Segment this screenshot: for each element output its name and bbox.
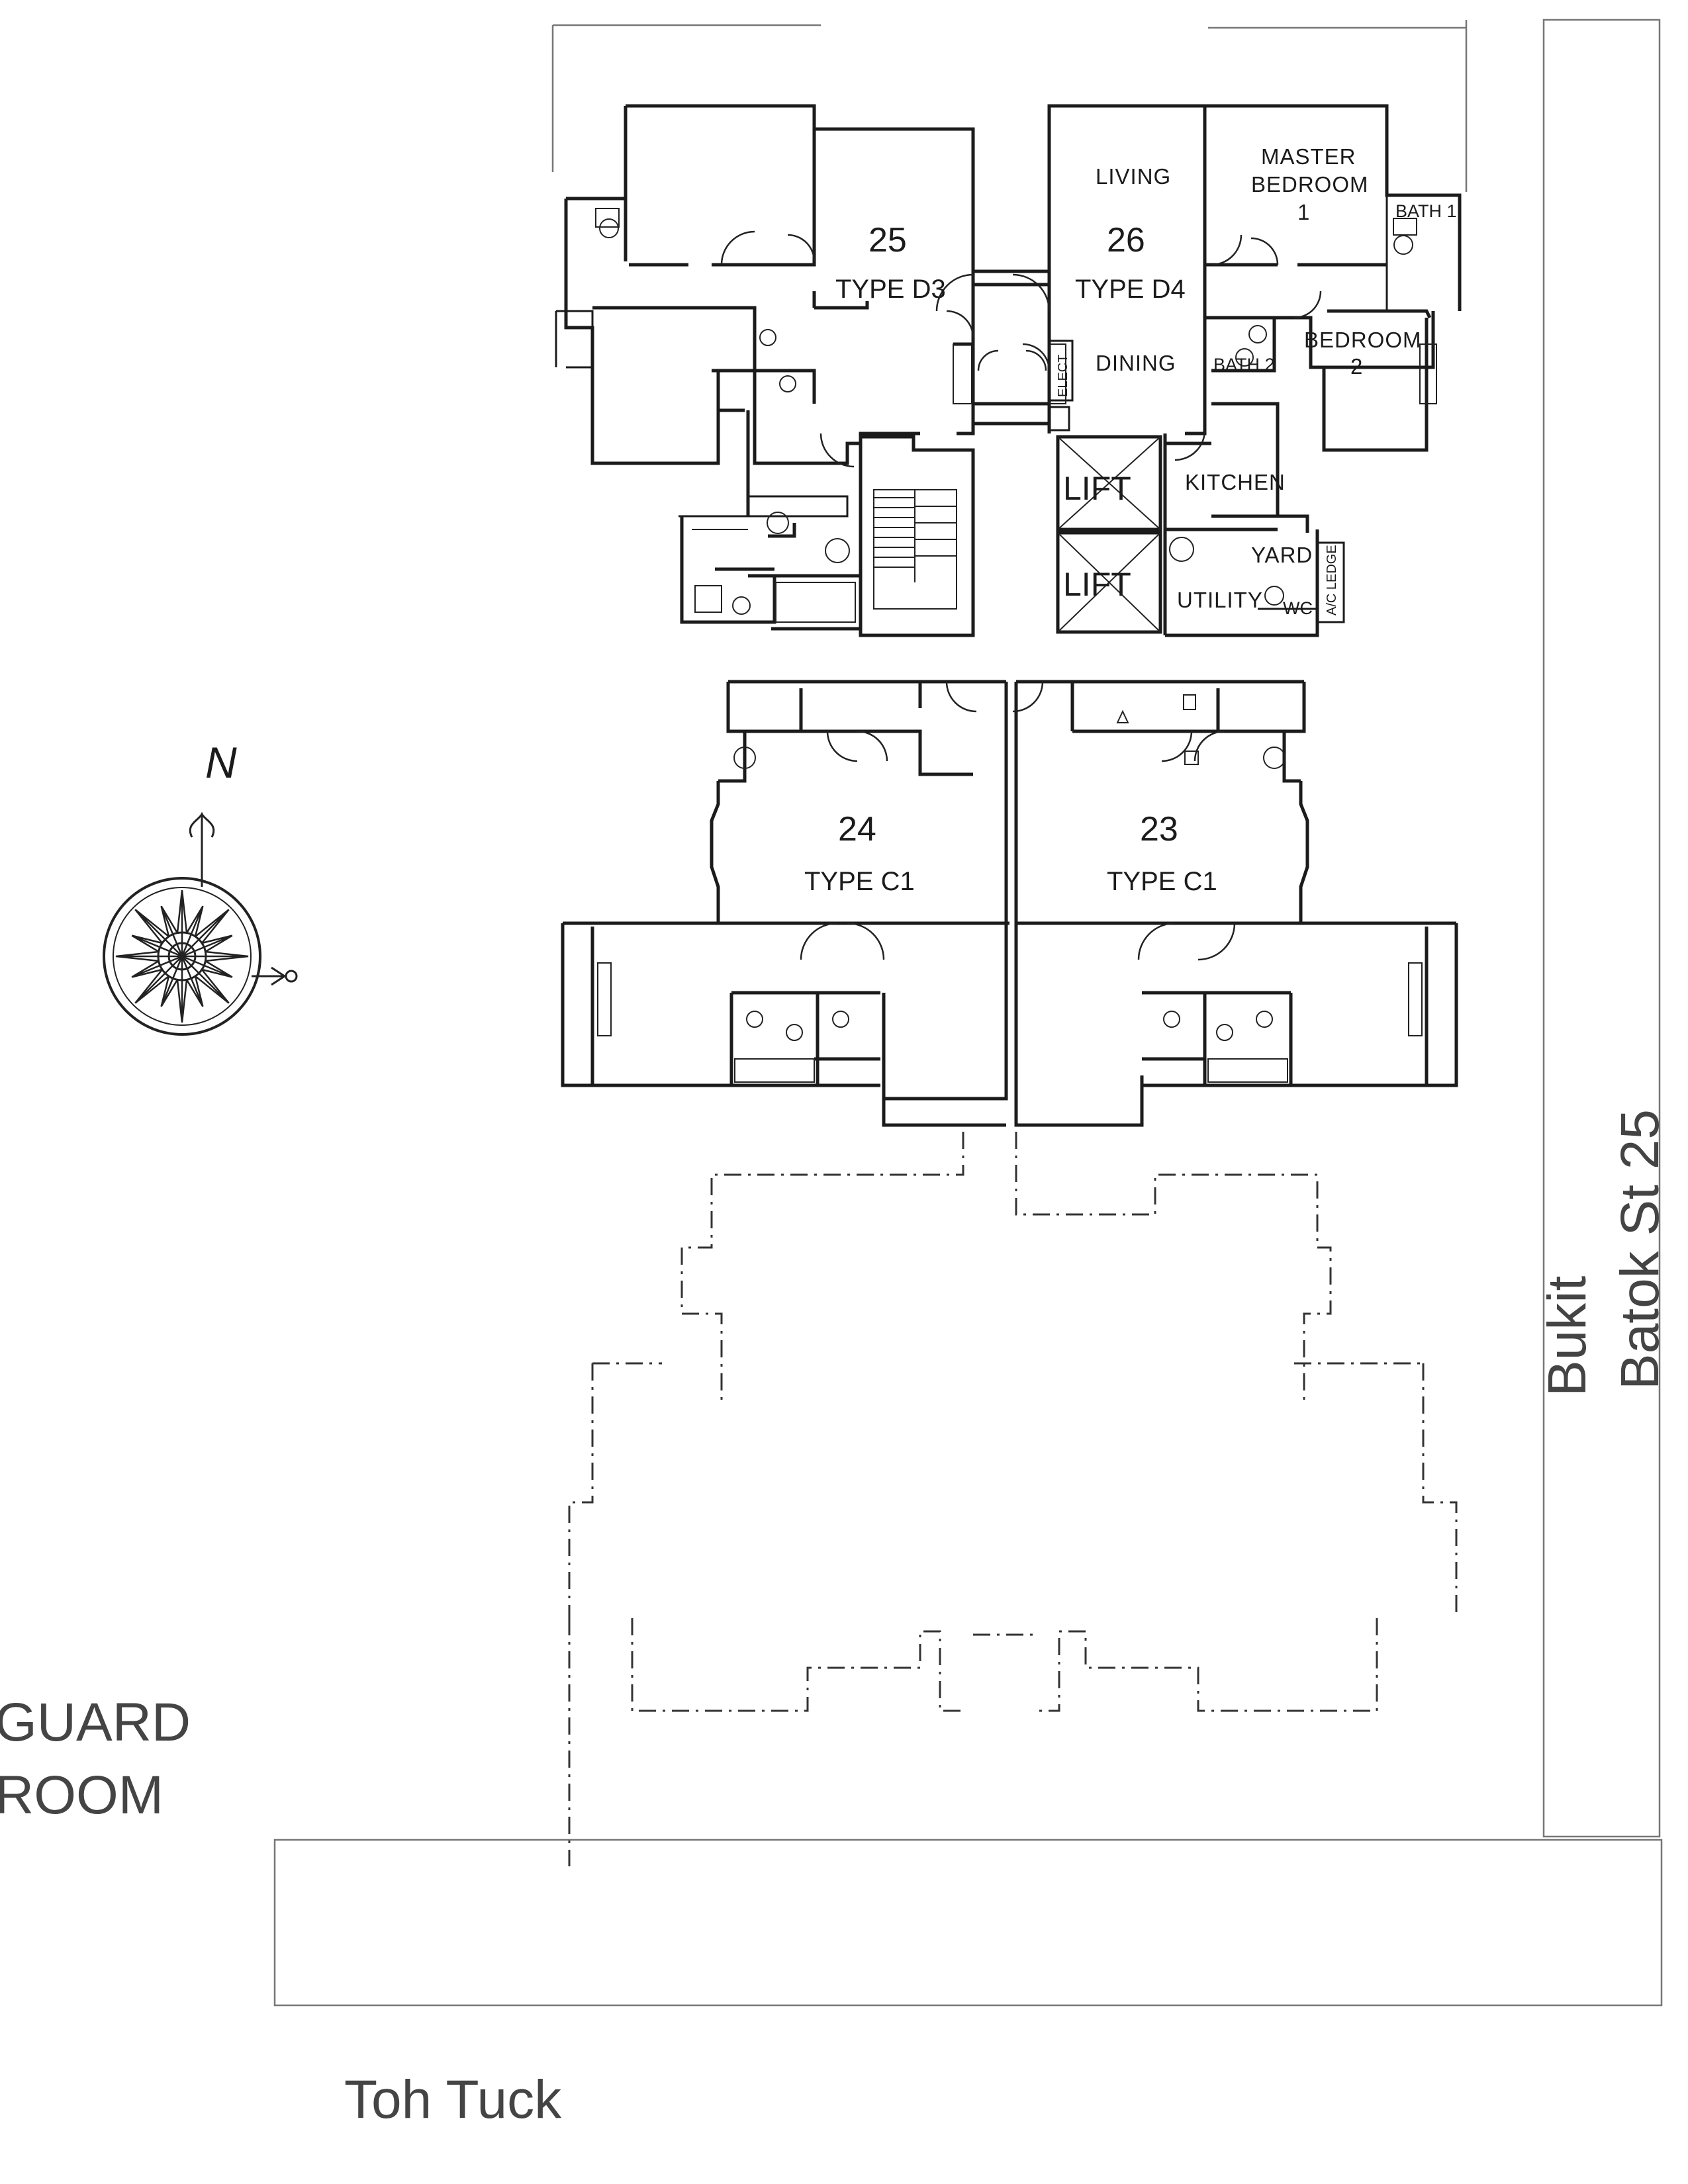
compass-point — [160, 956, 183, 1007]
unit-23-walls — [1014, 680, 1458, 1127]
compass-point — [181, 955, 233, 978]
unit-number-24: 24 — [838, 810, 876, 848]
compass-point — [181, 956, 204, 1007]
compass-point — [176, 889, 188, 956]
road-label-toh-tuck: Toh Tuck — [344, 2070, 562, 2130]
unit-26-fixtures — [1049, 218, 1437, 606]
master-bedroom-label-1: MASTER — [1261, 144, 1356, 169]
site-labels: GUARD ROOM Toh Tuck Bukit Batok St 25 — [0, 1109, 1670, 2130]
yard-label: YARD — [1251, 543, 1313, 567]
unit-25-fixtures — [595, 208, 972, 623]
dining-label: DINING — [1096, 351, 1176, 375]
unit-type-24: TYPE C1 — [804, 867, 915, 896]
master-bedroom-label-2: BEDROOM — [1251, 172, 1369, 197]
room-labels: 25 TYPE D3 26 TYPE D4 24 TYPE C1 23 TYPE… — [804, 144, 1457, 896]
unit-25-walls — [555, 104, 975, 631]
guard-room-label-2: ROOM — [0, 1765, 164, 1825]
compass-point — [181, 909, 230, 957]
units-24-23-fixtures — [597, 694, 1423, 1083]
bedroom2-label-2: 2 — [1350, 354, 1363, 379]
compass-point — [182, 950, 249, 962]
compass-north-label: N — [205, 738, 237, 787]
unit-number-23: 23 — [1140, 810, 1178, 848]
guard-room-label-1: GUARD — [0, 1692, 191, 1752]
road-label-batok-st-25: Batok St 25 — [1610, 1109, 1670, 1390]
compass-point — [160, 905, 183, 957]
unit-type-23: TYPE C1 — [1107, 867, 1217, 896]
unit-25-doors — [720, 230, 974, 468]
unit-24-walls — [561, 680, 1009, 1127]
dashed-building-outlines — [568, 1132, 1458, 1866]
compass-point — [134, 956, 183, 1004]
compass-point — [131, 934, 183, 958]
compass-rose: N — [103, 738, 298, 1036]
unit-number-25: 25 — [868, 221, 907, 259]
unit-type-26: TYPE D4 — [1075, 275, 1186, 304]
kitchen-label: KITCHEN — [1185, 470, 1286, 494]
living-label: LIVING — [1096, 164, 1171, 189]
units-24-23-doors — [800, 681, 1236, 961]
bath2-label: BATH 2 — [1213, 355, 1275, 375]
master-bedroom-label-3: 1 — [1297, 200, 1310, 224]
road-label-bukit: Bukit — [1537, 1275, 1597, 1396]
site-boundary-lines — [273, 19, 1663, 2007]
unit-type-25: TYPE D3 — [835, 275, 946, 304]
core-doors — [946, 310, 1051, 371]
stair-treads — [873, 489, 957, 610]
compass-point — [131, 955, 183, 978]
compass-point — [181, 905, 204, 957]
compass-point — [115, 950, 182, 962]
lift-upper-label: LIFT — [1063, 470, 1131, 507]
ac-ledge-label: A/C LEDGE — [1325, 545, 1339, 615]
core-walls — [859, 269, 1162, 637]
elect-label: ELECT — [1056, 355, 1070, 397]
bedroom2-label-1: BEDROOM — [1304, 328, 1422, 352]
compass-point — [181, 956, 230, 1004]
utility-label: UTILITY — [1177, 588, 1263, 612]
compass-point — [181, 934, 233, 958]
lift-lower-label: LIFT — [1063, 566, 1131, 603]
wc-label: WC — [1283, 598, 1313, 618]
unit-number-26: 26 — [1107, 221, 1145, 259]
compass-point — [134, 909, 183, 957]
bath1-label: BATH 1 — [1395, 201, 1457, 221]
compass-point — [176, 956, 188, 1023]
